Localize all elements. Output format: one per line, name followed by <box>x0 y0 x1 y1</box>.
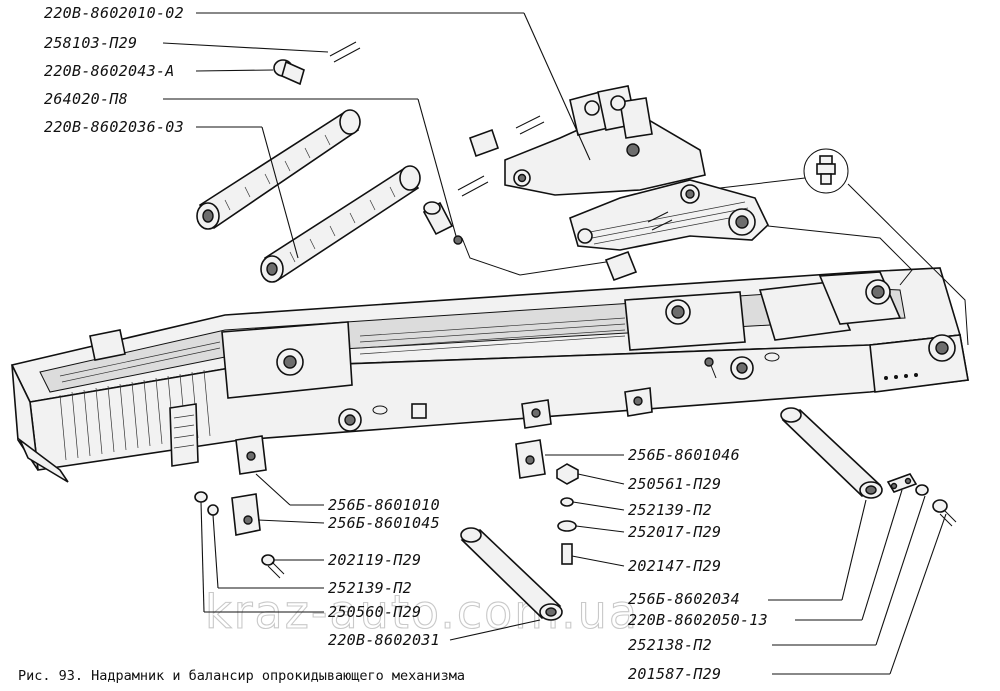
callout-label: 220В-8602043-А <box>44 62 175 80</box>
leader-lines <box>162 12 947 675</box>
figure-caption: Рис. 93. Надрамник и балансир опрокидыва… <box>18 668 465 684</box>
callout-label: 258103-П29 <box>44 34 137 52</box>
callout-label: 256Б-8602034 <box>628 590 740 608</box>
callout-label: 220В-8602036-03 <box>44 118 184 136</box>
callout-label: 220В-8602050-13 <box>628 611 768 629</box>
callout-label: 252139-П2 <box>328 579 412 597</box>
loose-parts-bottom <box>194 407 957 621</box>
balancer-assembly <box>457 85 769 282</box>
loose-parts-top <box>196 41 463 283</box>
callout-label: 202119-П29 <box>328 551 421 569</box>
callout-label: 252138-П2 <box>628 636 712 654</box>
assembly-arrows <box>461 177 969 346</box>
grease-nipple-detail <box>803 148 849 194</box>
callout-label: 250560-П29 <box>328 603 421 621</box>
callout-label: 220В-8602010-02 <box>44 4 184 22</box>
callout-label: 201587-П29 <box>628 665 721 683</box>
callout-label: 202147-П29 <box>628 557 721 575</box>
callout-label: 220В-8602031 <box>328 631 440 649</box>
callout-label: 256Б-8601010 <box>328 496 440 514</box>
callout-label: 252017-П29 <box>628 523 721 541</box>
callout-label: 256Б-8601045 <box>328 514 440 532</box>
callout-label: 250561-П29 <box>628 475 721 493</box>
callout-label: 256Б-8601046 <box>628 446 740 464</box>
callout-labels: 220В-8602010-02 258103-П29 220В-8602043-… <box>44 4 768 683</box>
subframe <box>10 267 969 483</box>
callout-label: 252139-П2 <box>628 501 712 519</box>
callout-label: 264020-П8 <box>44 90 128 108</box>
